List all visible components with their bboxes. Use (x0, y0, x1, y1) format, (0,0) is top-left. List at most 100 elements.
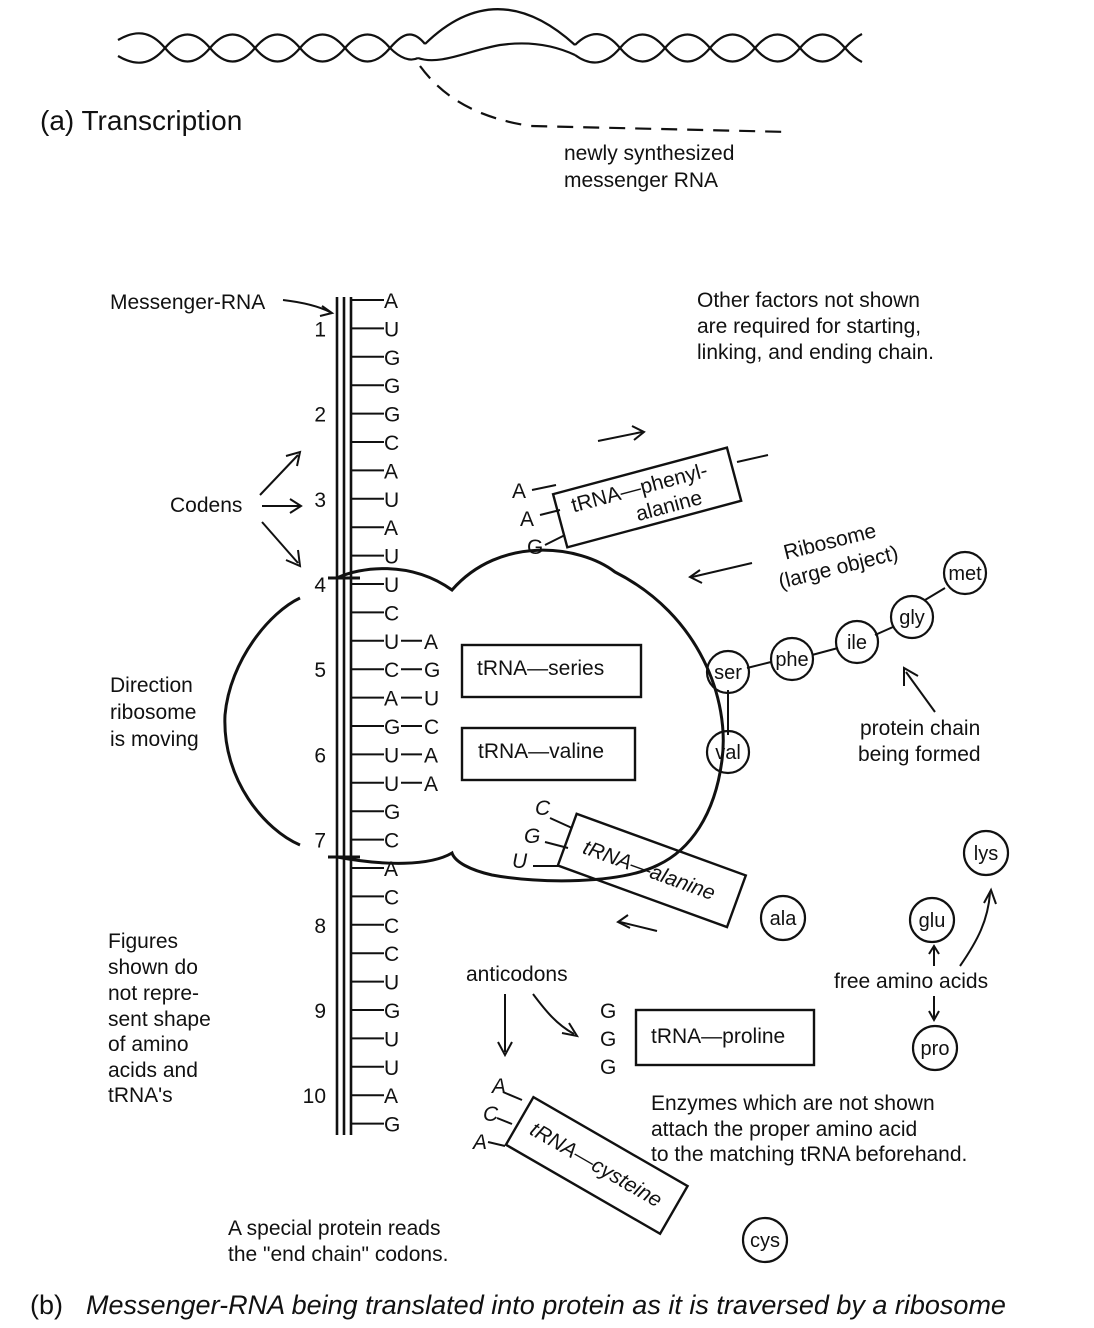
figures-note-2: shown do (108, 956, 198, 979)
trna-proline-label: tRNA—proline (651, 1025, 785, 1048)
codon-number: 10 (303, 1085, 326, 1108)
mrna-base: G (384, 1000, 400, 1023)
trna-series-label: tRNA—series (477, 657, 604, 680)
amino-gly: gly (889, 594, 935, 640)
mrna-strand (335, 297, 353, 1135)
direction-note-1: Direction (110, 674, 193, 697)
paired-base: A (424, 744, 438, 767)
phe-exit-arrow (597, 431, 643, 442)
protein-chain-arrow (905, 671, 936, 713)
mrna-base: C (384, 915, 399, 938)
mrna-base: C (384, 602, 399, 625)
amino-ala-label: ala (770, 908, 798, 930)
paired-base: C (424, 716, 439, 739)
phe-anticodon-1: A (512, 480, 526, 503)
phe-anticodon-2: A (520, 508, 534, 531)
trna-proline-box (634, 1008, 816, 1067)
mrna-label-arrowhead (319, 305, 335, 317)
amino-cys-label: cys (750, 1230, 780, 1252)
mrna-base: U (384, 631, 399, 654)
anticodon-arrowhead-right (561, 1022, 580, 1038)
mrna-base: C (384, 943, 399, 966)
mrna-base: U (384, 972, 399, 995)
mrna-base: U (384, 1028, 399, 1051)
codons-label: Codens (170, 494, 242, 517)
dna-double-helix (117, 8, 863, 64)
transcription-label: (a) Transcription (40, 105, 242, 136)
figures-note-4: sent shape (108, 1008, 211, 1031)
mrna-base: U (384, 744, 399, 767)
mrna-base: U (384, 318, 399, 341)
phe-exit-arrowhead (631, 425, 646, 441)
amino-pro-label: pro (921, 1038, 950, 1060)
trna-phenylalanine: tRNA—phenyl- alanine A A G (512, 446, 769, 559)
trna-alanine: tRNA—alanine C G U (512, 797, 748, 929)
trna-valine-box (460, 726, 637, 782)
direction-note-2: ribosome (110, 701, 196, 724)
figures-note-7: tRNA's (108, 1084, 173, 1107)
paired-base: U (424, 688, 439, 711)
amino-ala: ala (759, 894, 807, 942)
codon-number: 9 (314, 1000, 326, 1023)
mrna-base: U (384, 1057, 399, 1080)
anticodon-arrow-right (532, 993, 575, 1035)
cys-anticodon-3: A (471, 1131, 487, 1154)
ribosome-note-arrowhead (688, 569, 703, 584)
paired-base: G (424, 659, 440, 682)
amino-lys-label: lys (974, 843, 998, 865)
mrna-base: C (384, 659, 399, 682)
figures-note-1: Figures (108, 930, 178, 953)
mrna-base: U (384, 489, 399, 512)
amino-ile-label: ile (847, 632, 867, 654)
mrna-base: G (384, 347, 400, 370)
mrna-base: G (384, 1114, 400, 1137)
mrna-base: C (384, 886, 399, 909)
other-factors-line-1: Other factors not shown (697, 289, 920, 312)
new-mrna-dashed (419, 65, 791, 134)
pro-anticodon-3: G (600, 1056, 616, 1079)
codon-arrowhead-mid (289, 498, 303, 514)
codon-number: 5 (314, 659, 326, 682)
mrna-base: C (384, 432, 399, 455)
amino-val: val (705, 729, 751, 775)
codon-number: 1 (314, 318, 326, 341)
mrna-label: Messenger-RNA (110, 291, 265, 314)
amino-met-label: met (948, 563, 982, 585)
amino-lys: lys (962, 829, 1010, 877)
free-to-lys-arrow (959, 892, 991, 967)
direction-note-3: is moving (110, 728, 199, 751)
other-factors-line-2: are required for starting, (697, 315, 921, 338)
new-mrna-caption-1: newly synthesized (564, 142, 734, 165)
pro-anticodon-2: G (600, 1028, 616, 1051)
ala-anticodon-2: G (524, 825, 540, 848)
mrna-base: A (384, 517, 398, 540)
cys-anticodon-1: A (490, 1075, 506, 1098)
mrna-base: A (384, 290, 398, 313)
ribosome (223, 548, 725, 883)
ala-entry-arrowhead (616, 914, 631, 929)
codon-number: 2 (314, 404, 326, 427)
amino-gly-label: gly (899, 607, 925, 629)
amino-glu-label: glu (919, 910, 946, 932)
ala-anticodon-3: U (512, 850, 528, 873)
amino-phe: phe (769, 636, 815, 682)
amino-cys: cys (741, 1216, 789, 1264)
special-protein-note-2: the "end chain" codons. (228, 1243, 448, 1266)
amino-ser: ser (705, 649, 751, 695)
amino-glu: glu (908, 896, 956, 944)
enzymes-note-2: attach the proper amino acid (651, 1118, 917, 1141)
codon-number: 7 (314, 830, 326, 853)
amino-pro: pro (911, 1024, 959, 1072)
mrna-base: G (384, 404, 400, 427)
mrna-base: U (384, 574, 399, 597)
new-mrna-caption-2: messenger RNA (564, 169, 718, 192)
amino-ser-label: ser (714, 662, 742, 684)
codon-number: 4 (314, 574, 326, 597)
mrna-base: G (384, 716, 400, 739)
codon-arrow-down (261, 521, 299, 564)
phe-anticodon-3: G (527, 536, 543, 559)
codon-arrow-up (259, 454, 299, 496)
